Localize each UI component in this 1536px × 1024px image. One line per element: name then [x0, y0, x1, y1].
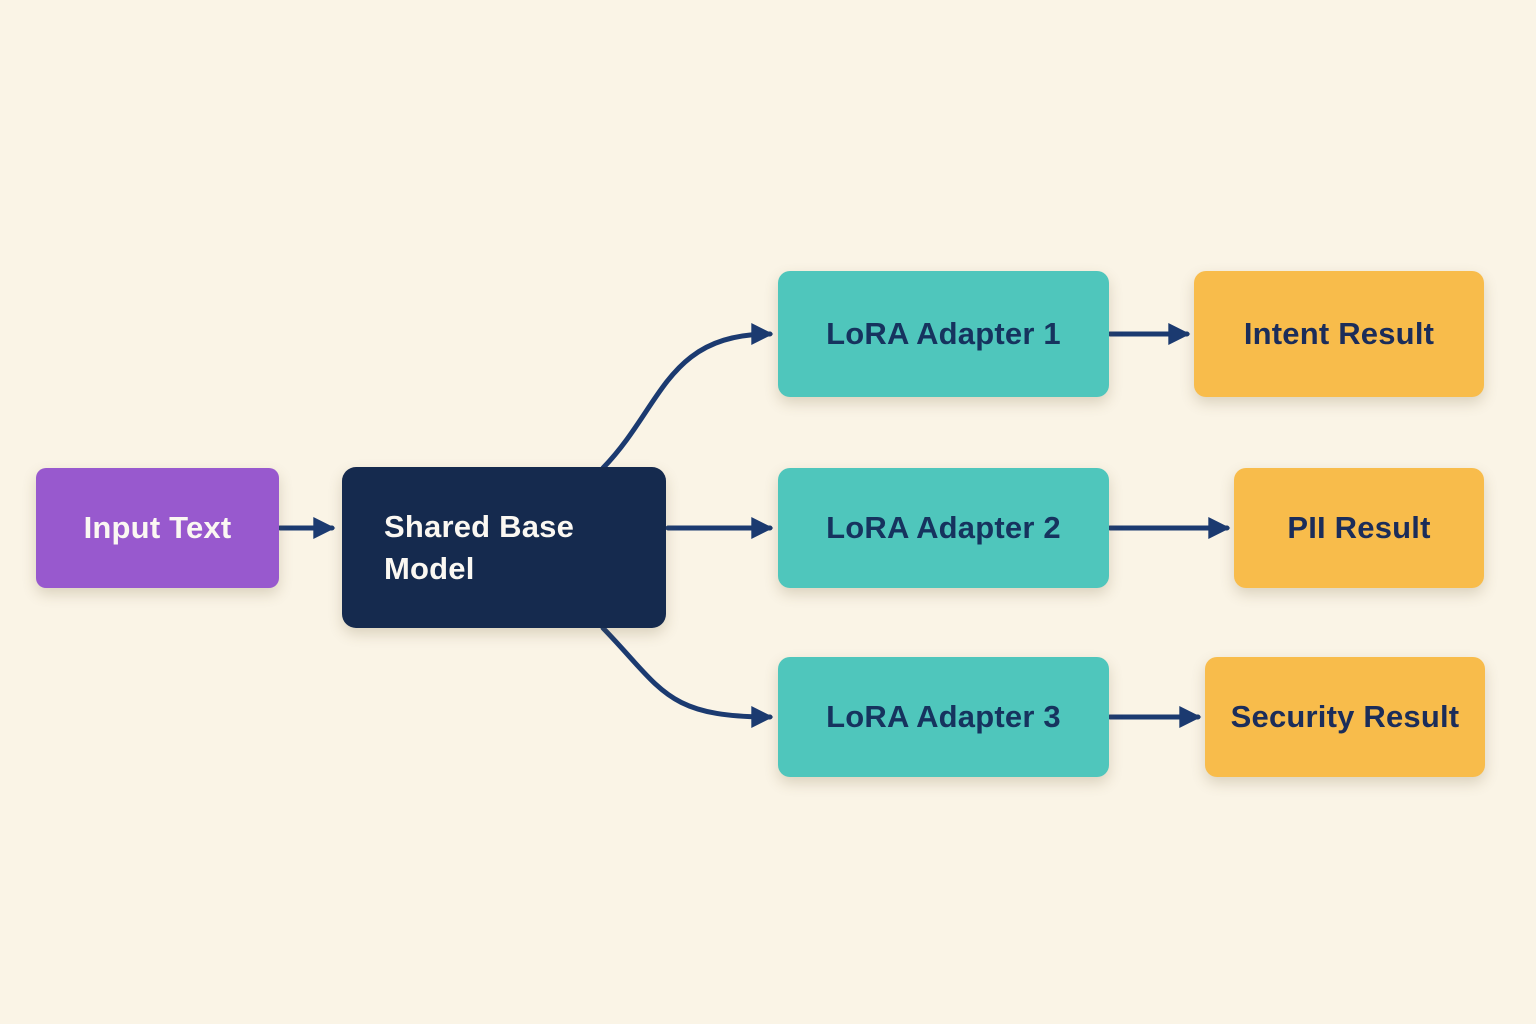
node-shared-base-model: Shared Base Model: [342, 467, 666, 628]
node-input-text-label: Input Text: [83, 510, 232, 545]
node-shared-base-model-label: Shared Base Model: [384, 508, 575, 586]
node-lora-adapter-3-label: LoRA Adapter 3: [826, 699, 1061, 734]
node-pii-result: PII Result: [1234, 468, 1484, 588]
node-lora-adapter-2: LoRA Adapter 2: [778, 468, 1109, 588]
node-pii-result-label: PII Result: [1287, 510, 1431, 545]
node-lora-adapter-2-label: LoRA Adapter 2: [826, 510, 1061, 545]
node-security-result-label: Security Result: [1230, 699, 1460, 734]
edge-base-to-adapter1: [600, 323, 774, 471]
edge-base-to-adapter3: [600, 625, 774, 728]
node-intent-result: Intent Result: [1194, 271, 1484, 397]
node-lora-adapter-1-label: LoRA Adapter 1: [826, 316, 1061, 351]
node-input-text: Input Text: [36, 468, 279, 588]
node-lora-adapter-3: LoRA Adapter 3: [778, 657, 1109, 777]
node-lora-adapter-1: LoRA Adapter 1: [778, 271, 1109, 397]
node-intent-result-label: Intent Result: [1243, 316, 1435, 351]
node-security-result: Security Result: [1205, 657, 1485, 777]
